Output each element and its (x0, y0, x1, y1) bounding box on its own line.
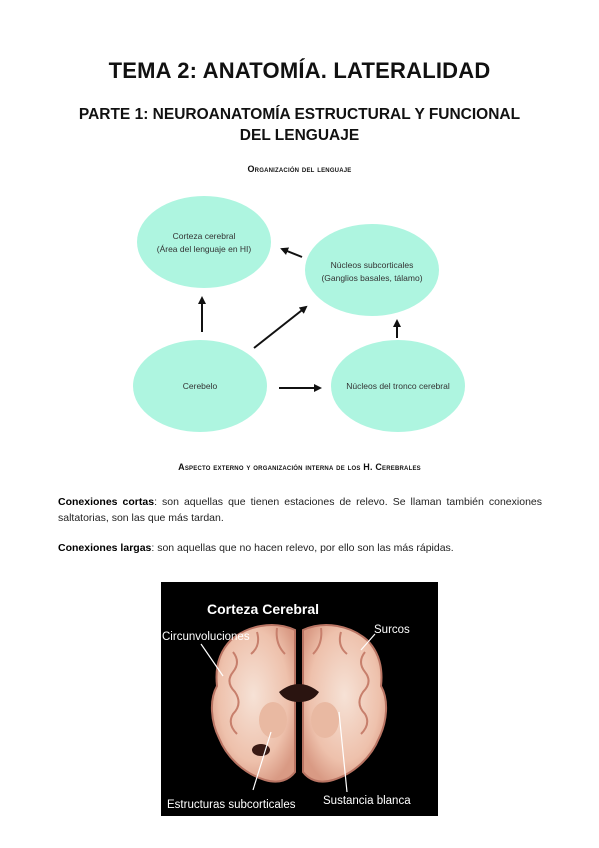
brain-coronal-section-image: Corteza Cerebral Circunvoluciones Surcos… (161, 582, 438, 816)
brain-gyri-right (312, 627, 370, 735)
label-estructuras-subcorticales: Estructuras subcorticales (167, 799, 296, 811)
node-cerebelo (133, 340, 267, 432)
paragraph-conexiones-largas: Conexiones largas: son aquellas que no h… (58, 540, 542, 556)
page-title: TEMA 2: ANATOMÍA. LATERALIDAD (108, 58, 491, 83)
brain-subcortical-right (311, 702, 339, 738)
node-nucleos-subcorticales (305, 224, 439, 316)
pointer-estructuras (252, 731, 272, 791)
brain-left-hemisphere (211, 624, 296, 783)
label-circunvoluciones: Circunvoluciones (162, 631, 250, 643)
language-organization-diagram: Corteza cerebral (Área del lenguaje en H… (133, 196, 465, 432)
term-conexiones-cortas: Conexiones cortas (58, 496, 155, 508)
term-conexiones-largas: Conexiones largas (58, 542, 152, 554)
subtitle-line-2: DEL LENGUAJE (239, 127, 360, 144)
node-corteza-line2: (Área del lenguaje en HI) (157, 244, 252, 254)
node-nucleos-line1: Núcleos subcorticales (331, 260, 414, 270)
text-conexiones-cortas: : son aquellas que tienen estaciones de … (58, 496, 542, 524)
brain-dark-spot (252, 744, 270, 756)
arrow-cerebelo-to-nucleos (253, 305, 308, 349)
node-corteza-cerebral (137, 196, 271, 288)
brain-right-hemisphere (302, 624, 387, 783)
brain-gyri-left (228, 627, 286, 735)
image-title: Corteza Cerebral (207, 601, 319, 617)
pointer-sustancia (338, 711, 348, 793)
node-nucleos-tronco (331, 340, 465, 432)
pointer-surcos (360, 633, 376, 651)
page-subtitle: PARTE 1: NEUROANATOMÍA ESTRUCTURAL Y FUN… (60, 104, 539, 146)
subtitle-line-1: PARTE 1: NEUROANATOMÍA ESTRUCTURAL Y FUN… (78, 106, 521, 123)
pointer-circunvoluciones (200, 643, 224, 677)
node-tronco-label: Núcleos del tronco cerebral (346, 381, 450, 391)
text-conexiones-largas: : son aquellas que no hacen relevo, por … (151, 542, 454, 554)
brain-subcortical-left (259, 702, 287, 738)
node-cerebelo-label: Cerebelo (183, 381, 218, 391)
node-nucleos-line2: (Ganglios basales, tálamo) (321, 273, 422, 283)
section-heading-organizacion: Organización del lenguaje (247, 164, 352, 174)
section-heading-aspecto-externo: Aspecto externo y organización interna d… (178, 462, 421, 472)
label-surcos: Surcos (374, 624, 410, 636)
node-corteza-line1: Corteza cerebral (173, 231, 236, 241)
brain-ventricles (279, 684, 319, 702)
paragraph-conexiones-cortas: Conexiones cortas: son aquellas que tien… (58, 494, 542, 526)
arrow-nucleos-to-corteza (280, 247, 303, 258)
label-sustancia-blanca: Sustancia blanca (323, 795, 411, 807)
